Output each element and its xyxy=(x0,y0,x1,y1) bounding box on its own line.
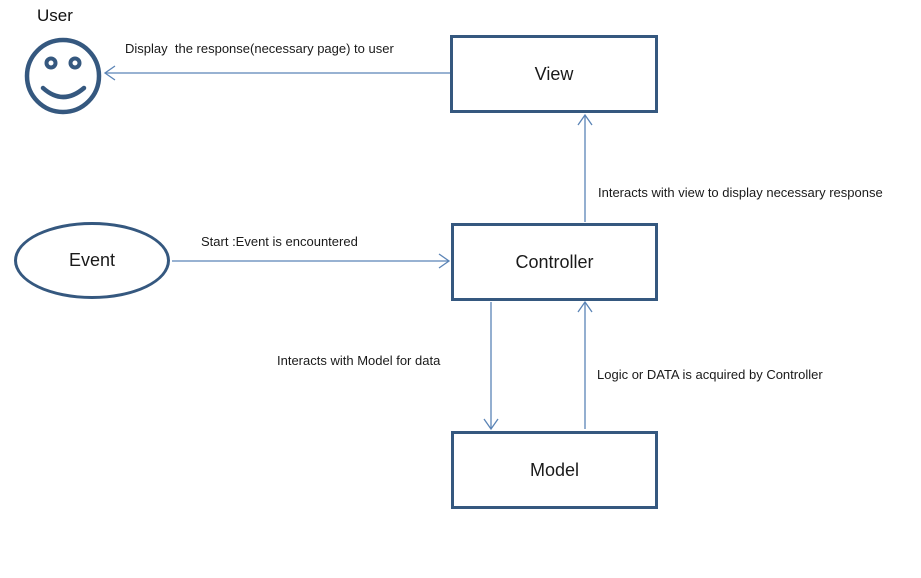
view-node: View xyxy=(450,35,658,113)
model-node-label: Model xyxy=(529,459,580,480)
arrow-controller-to-view xyxy=(577,113,593,222)
arrow-view-to-user xyxy=(103,65,450,81)
event-node: Event xyxy=(14,222,170,299)
edge-label-view-to-user: Display the response(necessary page) to … xyxy=(125,41,394,56)
edge-label-model-to-controller: Logic or DATA is acquired by Controller xyxy=(597,367,823,382)
controller-node-label: Controller xyxy=(515,251,594,272)
model-node: Model xyxy=(451,431,658,509)
arrow-model-to-controller xyxy=(577,300,593,429)
arrow-event-to-controller xyxy=(172,253,451,269)
view-node-label: View xyxy=(534,63,574,84)
smiley-face-icon xyxy=(24,37,102,115)
edge-label-controller-to-view: Interacts with view to display necessary… xyxy=(598,185,883,200)
edge-label-controller-to-model: Interacts with Model for data xyxy=(277,353,441,368)
edge-label-event-to-controller: Start :Event is encountered xyxy=(201,234,358,249)
user-node-label: User xyxy=(37,6,73,25)
event-node-label: Event xyxy=(68,250,116,270)
controller-node: Controller xyxy=(451,223,658,301)
arrow-controller-to-model xyxy=(483,302,499,431)
